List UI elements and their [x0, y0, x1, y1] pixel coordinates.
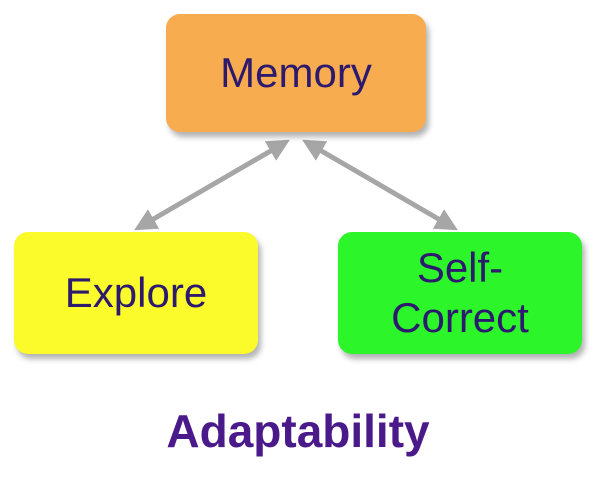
node-selfcorrect-label-line2: Correct — [391, 294, 529, 341]
node-memory: Memory — [166, 14, 426, 132]
edge-memory-selfcorrect-arrow — [302, 139, 458, 231]
node-memory-label: Memory — [220, 49, 372, 97]
edge-memory-explore-arrow — [134, 139, 290, 231]
node-explore-label: Explore — [64, 269, 208, 317]
node-selfcorrect: Self- Correct — [338, 232, 582, 354]
node-selfcorrect-label-line1: Self- — [416, 244, 504, 292]
node-explore: Explore — [14, 232, 258, 354]
diagram-caption: Adaptability — [166, 405, 430, 457]
